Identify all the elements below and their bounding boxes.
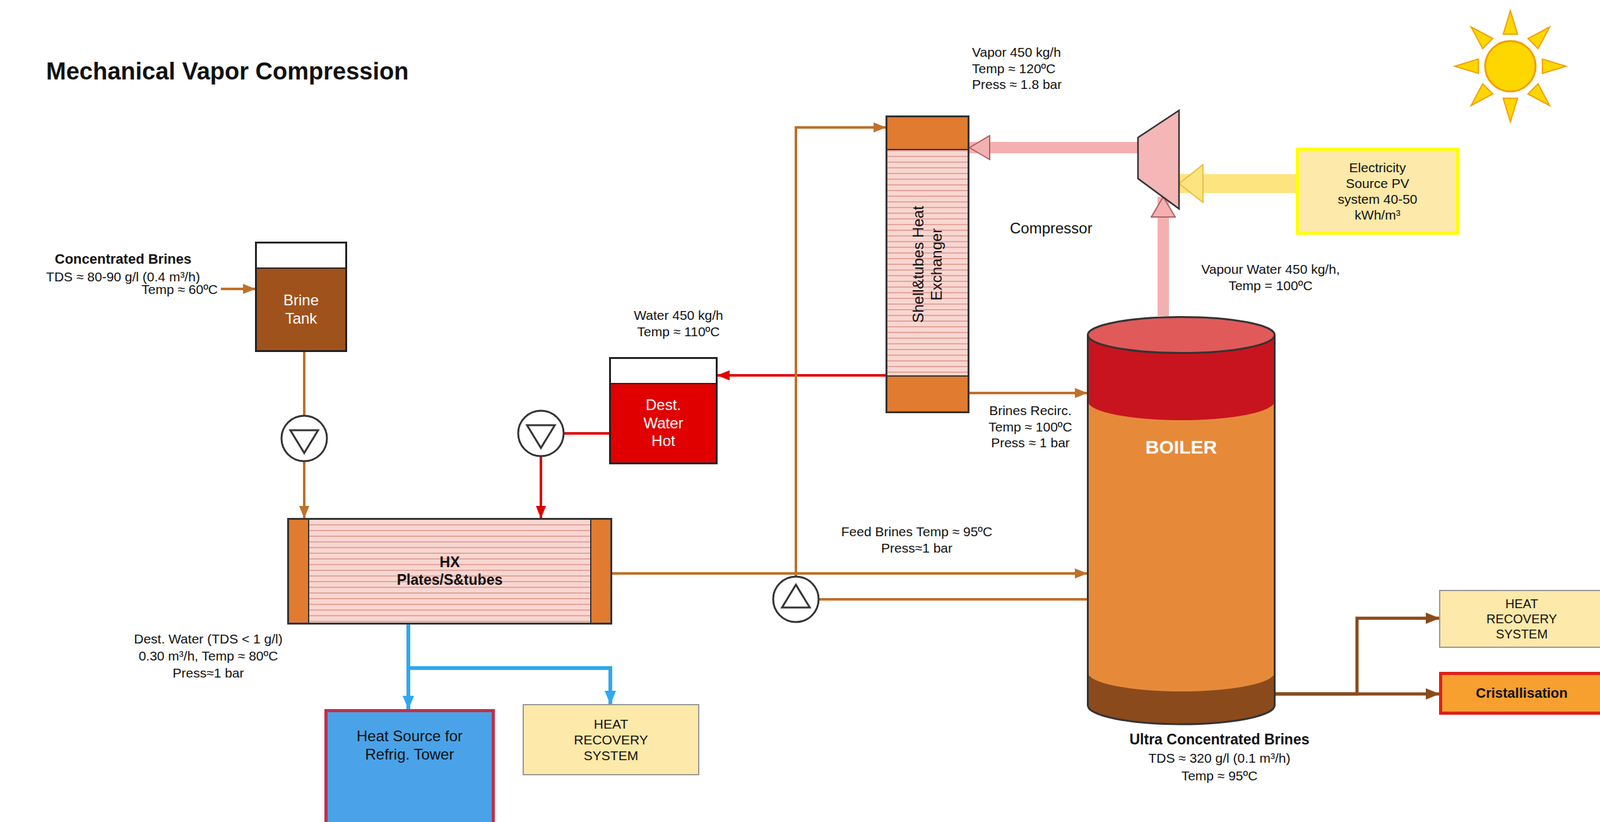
annotation-text: Concentrated Brines	[12, 251, 234, 269]
node-label: Cristallisation	[1475, 685, 1568, 702]
heat-recovery-box: HEAT RECOVERY SYSTEM	[522, 704, 700, 776]
sun-ray	[1528, 27, 1550, 49]
flow-connector	[1157, 196, 1169, 317]
flow-connector	[969, 391, 1087, 395]
annotation-text: 0.30 m³/h, Temp ≈ 80ºC	[94, 648, 322, 665]
sun-icon	[1454, 10, 1566, 122]
node-label: Shell&tubes Heat Exchanger	[909, 191, 947, 338]
flow-connector	[1179, 174, 1296, 194]
annotation-text: Dest. Water (TDS < 1 g/l)	[94, 631, 322, 648]
brine-tank: Brine Tank	[254, 241, 348, 353]
flow-label: Water 450 kg/h Temp ≈ 110ºC	[618, 307, 739, 340]
flow-connector	[408, 624, 611, 705]
pump-symbol	[518, 410, 564, 457]
hot-water-tank: Dest. Water Hot	[609, 357, 718, 465]
boiler: BOILER	[1086, 316, 1276, 725]
sun-ray	[1528, 83, 1550, 106]
heat-recovery-box: HEAT RECOVERY SYSTEM	[1439, 590, 1600, 649]
boiler-cylinder	[1086, 316, 1276, 725]
sun-ray	[1471, 83, 1493, 106]
annotation-text: Press≈1 bar	[94, 665, 322, 682]
node-label: Heat Source for Refrig. Tower	[354, 727, 466, 765]
flow-connector	[1275, 618, 1440, 695]
sun-ray	[1503, 98, 1518, 122]
flow-label: Vapour Water 450 kg/h, Temp = 100ºC	[1187, 261, 1354, 294]
annotation-text: Temp ≈ 95ºC	[1086, 768, 1352, 785]
annotation-text: TDS ≈ 320 g/l (0.1 m³/h)	[1086, 750, 1352, 767]
sun-ray	[1542, 59, 1566, 74]
node-label: Brine Tank	[272, 291, 330, 329]
crystallisation-box: Cristallisation	[1439, 672, 1600, 716]
pump-symbol	[773, 576, 819, 623]
compressor-shape	[1137, 110, 1180, 209]
flow-connector	[612, 572, 1087, 575]
node-label: HEAT RECOVERY SYSTEM	[1480, 596, 1563, 642]
node-label: HX Plates/S&tubes	[386, 554, 514, 589]
diagram-title: Mechanical Vapor Compression	[46, 58, 409, 86]
node-label: BOILER	[1086, 436, 1276, 459]
plate-heat-exchanger: HX Plates/S&tubes	[287, 518, 613, 625]
annotation-text: Temp ≈ 60ºC	[129, 281, 218, 298]
electricity-source: Electricity Source PV system 40-50 kWh/m…	[1295, 147, 1460, 235]
inlet-line	[220, 287, 255, 291]
annotation-text: Ultra Concentrated Brines	[1086, 730, 1352, 749]
flow-label: Brines Recirc. Temp ≈ 100ºC Press ≈ 1 ba…	[978, 402, 1083, 452]
node-label: HEAT RECOVERY SYSTEM	[566, 716, 656, 765]
flow-label: Vapor 450 kg/h Temp ≈ 120ºC Press ≈ 1.8 …	[971, 44, 1089, 93]
pump-symbol	[281, 415, 327, 462]
sun-ray	[1503, 10, 1518, 35]
heat-source-box: Heat Source for Refrig. Tower	[324, 709, 495, 822]
sun-disc	[1485, 41, 1536, 92]
shell-tube-exchanger: Shell&tubes Heat Exchanger	[885, 115, 970, 414]
flow-connector	[969, 142, 1138, 154]
flow-connector	[717, 374, 886, 377]
node-label: Compressor	[1009, 219, 1093, 238]
compressor: Compressor	[1137, 110, 1180, 209]
flow-label: Feed Brines Temp ≈ 95ºC Press≈1 bar	[820, 523, 1014, 557]
sun-ray	[1454, 59, 1479, 74]
sun-ray	[1471, 27, 1493, 49]
node-label: Electricity Source PV system 40-50 kWh/m…	[1330, 159, 1426, 224]
flow-connector	[1275, 693, 1440, 697]
node-label: Dest. Water Hot	[634, 396, 692, 451]
